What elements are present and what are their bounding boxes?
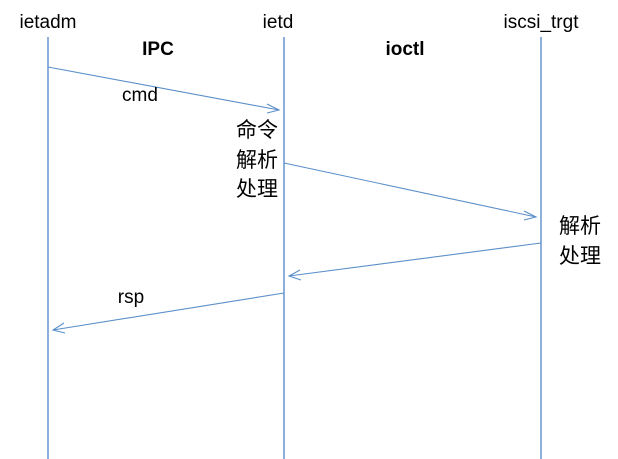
- note-ietd-line-3: 处理: [236, 177, 278, 201]
- message-cmd-arrow: [47, 66, 281, 114]
- message-ioctl-response-arrow: [287, 242, 542, 281]
- note-iscsi-line-1: 解析: [559, 214, 601, 238]
- note-ietd-line-2: 解析: [236, 148, 278, 172]
- note-ietd-line-1: 命令: [236, 118, 278, 142]
- message-rsp-arrow: [51, 292, 285, 334]
- channel-label-ipc: IPC: [142, 39, 174, 60]
- message-label-cmd: cmd: [122, 85, 158, 106]
- actor-label-ietd: ietd: [263, 12, 294, 33]
- message-label-rsp: rsp: [118, 287, 144, 308]
- actor-label-ietadm: ietadm: [19, 12, 76, 33]
- actor-label-iscsi-trgt: iscsi_trgt: [504, 12, 580, 33]
- note-iscsi-line-2: 处理: [559, 244, 601, 268]
- message-ioctl-request-arrow: [283, 162, 538, 221]
- channel-label-ioctl: ioctl: [385, 39, 424, 60]
